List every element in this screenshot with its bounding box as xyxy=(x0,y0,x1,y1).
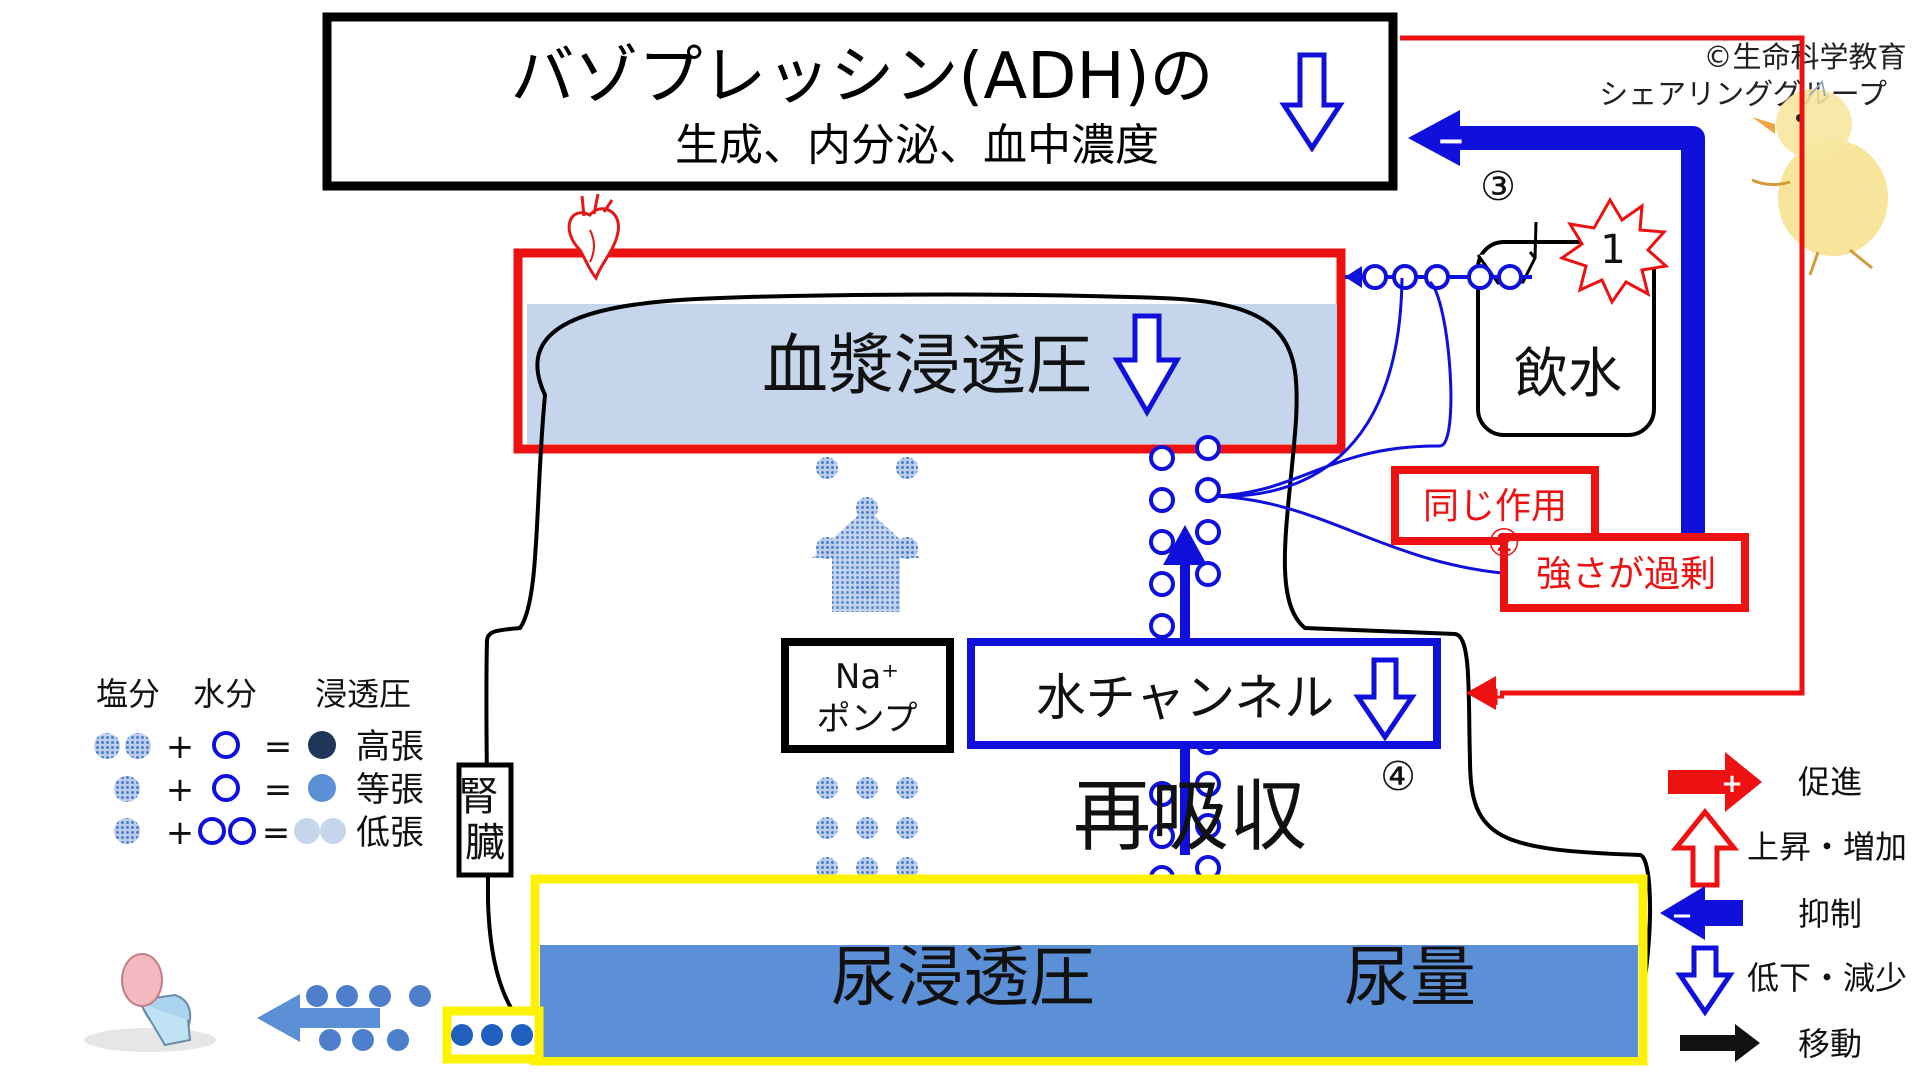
legend-plus-2: + xyxy=(166,770,195,810)
legend-decrease: 低下・減少 xyxy=(1747,959,1907,997)
minus-arrow-left-icon: − xyxy=(1660,886,1743,940)
legend-header-salt: 塩分 xyxy=(96,675,160,713)
legend-hypertonic: 高張 xyxy=(356,727,424,767)
legend-plus-3: + xyxy=(166,813,195,853)
water-particle xyxy=(1149,487,1175,513)
marker-3: ③ xyxy=(1480,164,1516,210)
salt-particle xyxy=(896,817,918,839)
salt-particle xyxy=(896,457,918,479)
marker-1: 1 xyxy=(1600,227,1625,273)
water-channel-box xyxy=(967,638,1441,749)
svg-text:+: + xyxy=(1721,769,1743,799)
water-particle xyxy=(1149,445,1175,471)
salt-particle xyxy=(816,857,838,879)
marker-2: ② xyxy=(1487,521,1521,565)
title-line1: バゾプレッシン(ADH)の xyxy=(510,40,1213,114)
reabsorption-label: 再吸収 xyxy=(1073,772,1307,862)
water-particle xyxy=(1195,519,1221,545)
salt-particle xyxy=(856,857,878,879)
water-reabsorption-column xyxy=(1149,435,1221,891)
legend-plus-1: + xyxy=(166,727,195,767)
salt-particle xyxy=(856,777,878,799)
plus-arrow-right-icon: + xyxy=(1668,752,1762,812)
heart-icon xyxy=(567,193,620,282)
water-channel-label: 水チャンネル xyxy=(1036,669,1335,727)
urine-osmotic-label: 尿浸透圧 xyxy=(831,939,1095,1016)
legend-increase: 上昇・増加 xyxy=(1747,828,1907,866)
water-inflow-arrow xyxy=(1345,264,1532,290)
black-arrow-right-icon xyxy=(1680,1024,1760,1062)
plasma-decrease-arrow-icon xyxy=(1112,313,1182,418)
water-particle xyxy=(1149,613,1175,639)
water-particle xyxy=(1149,823,1175,849)
excess-box xyxy=(1500,533,1749,612)
kidney-outline xyxy=(484,292,1652,1060)
legend-promote: 促進 xyxy=(1798,763,1862,801)
promote-feedback-arrow: + xyxy=(1400,35,1805,712)
duckling-illustration xyxy=(1751,79,1888,276)
na-pump-line2: ポンプ xyxy=(817,699,918,739)
legend-header-osmo: 浸透圧 xyxy=(315,675,411,713)
svg-text:−: − xyxy=(1671,901,1693,931)
salt-particle xyxy=(816,457,838,479)
urine-outflow-tube xyxy=(442,1006,544,1064)
salt-particle xyxy=(816,817,838,839)
drinking-label: 飲水 xyxy=(1514,342,1622,405)
water-particle xyxy=(1195,771,1221,797)
osmotic-legend: 塩分 水分 浸透圧 + = 高張 + = 等張 + = 低張 xyxy=(94,675,424,853)
water-channel-decrease-arrow-icon xyxy=(1353,657,1417,742)
water-particle xyxy=(1195,813,1221,839)
salt-particle xyxy=(896,857,918,879)
legend-move: 移動 xyxy=(1798,1025,1862,1063)
credit-line1: ©生命科学教育 xyxy=(1703,40,1906,74)
inhibit-minus-sign: − xyxy=(1437,121,1466,161)
kidney-label-box xyxy=(456,762,514,878)
starburst-icon xyxy=(1558,197,1670,306)
legend-eq-1: = xyxy=(264,727,293,767)
salt-particle xyxy=(856,817,878,839)
salt-upward-arrow xyxy=(812,508,920,612)
legend-isotonic: 等張 xyxy=(356,770,424,810)
kidney-label: 腎 臓 xyxy=(459,774,512,866)
water-upward-arrow xyxy=(1163,525,1207,855)
toilet-icon xyxy=(84,953,216,1052)
title-box xyxy=(322,12,1398,191)
salt-particle xyxy=(896,777,918,799)
down-outline-arrow-icon xyxy=(1675,945,1735,1017)
water-particle xyxy=(1149,529,1175,555)
same-action-box xyxy=(1391,466,1599,545)
legend-eq-3: = xyxy=(262,813,291,853)
excess-label: 強さが過剰 xyxy=(1536,554,1716,595)
legend-hypotonic: 低張 xyxy=(356,813,424,853)
promote-plus-sign: + xyxy=(1485,682,1507,712)
water-particle xyxy=(1149,571,1175,597)
blood-frame xyxy=(513,248,1346,454)
water-particle xyxy=(1149,781,1175,807)
title-line2: 生成、内分泌、血中濃度 xyxy=(675,120,1159,171)
up-outline-arrow-icon xyxy=(1670,808,1740,888)
urine-volume-label: 尿量 xyxy=(1344,939,1476,1016)
water-particle xyxy=(1195,477,1221,503)
legend-inhibit: 抑制 xyxy=(1798,895,1862,933)
legend-eq-2: = xyxy=(264,770,293,810)
water-particle xyxy=(1195,561,1221,587)
salt-particle xyxy=(816,777,838,799)
adh-decrease-arrow-icon xyxy=(1279,52,1345,153)
na-pump-line1: Na⁺ xyxy=(835,657,899,697)
same-action-connector xyxy=(1212,277,1503,575)
same-action-label: 同じ作用 xyxy=(1423,486,1567,527)
urine-fill xyxy=(540,945,1638,1057)
urine-outflow-arrow xyxy=(257,985,431,1051)
marker-4: ④ xyxy=(1380,754,1416,800)
symbol-legend: + 促進 上昇・増加 − 抑制 低下・減少 移動 xyxy=(1660,752,1907,1063)
inhibit-feedback-arrow: − xyxy=(1408,110,1705,540)
plasma-fill xyxy=(527,304,1337,444)
water-particle xyxy=(1195,435,1221,461)
legend-header-water: 水分 xyxy=(193,675,257,713)
plasma-label: 血漿浸透圧 xyxy=(762,327,1092,404)
na-pump-box xyxy=(781,638,954,753)
